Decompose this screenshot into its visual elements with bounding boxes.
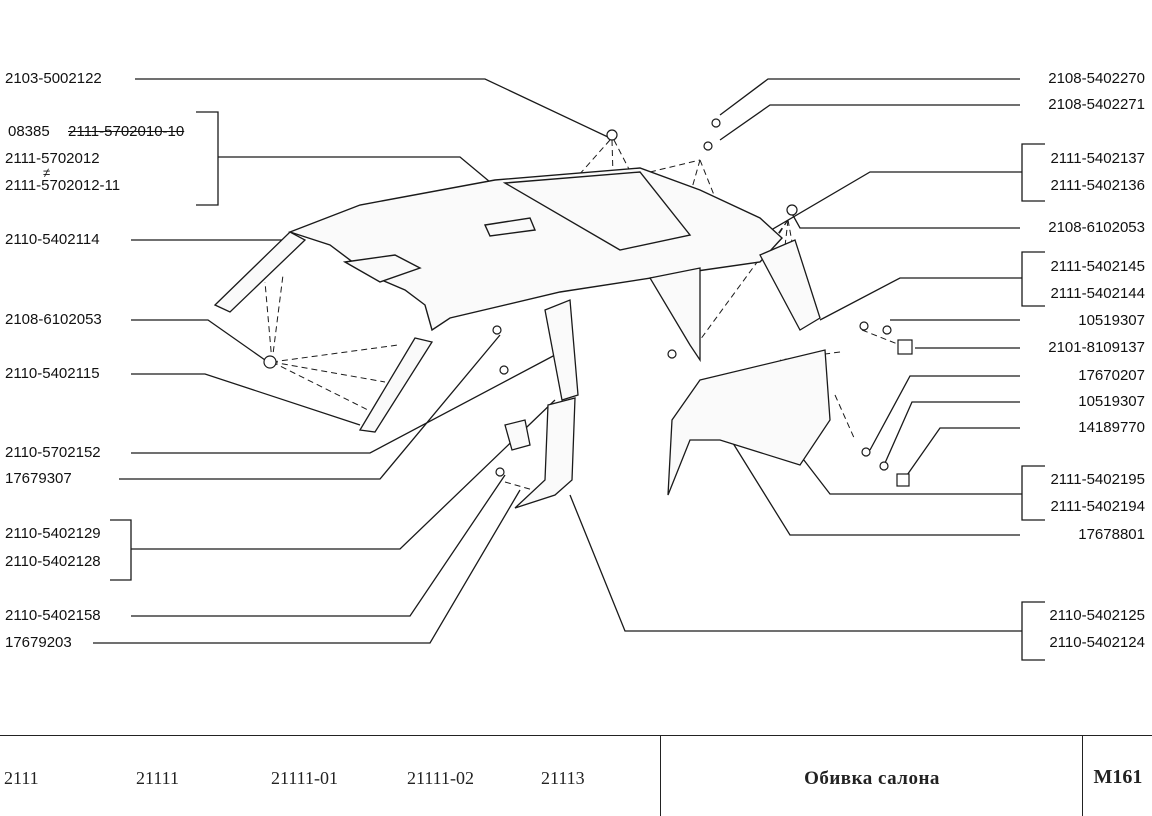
label-17679307: 17679307 xyxy=(5,470,72,487)
title-block: 2111 21111 21111-01 21111-02 21113 Обивк… xyxy=(0,735,1152,816)
rear-quarter-trim xyxy=(648,239,831,496)
b-pillar-trim xyxy=(504,299,579,509)
fasteners xyxy=(263,118,913,487)
label-17670207: 17670207 xyxy=(1078,367,1145,384)
headliner-panel xyxy=(287,167,783,332)
model-2111: 2111 xyxy=(4,768,39,788)
label-2111-5702012: 2111-5702012 xyxy=(5,150,100,167)
label-2108-6102053-right: 2108-6102053 xyxy=(1048,219,1145,236)
label-08385: 08385 xyxy=(8,123,50,140)
footer-title: Обивка салона xyxy=(804,768,940,789)
label-2111-5402145: 2111-5402145 xyxy=(1050,258,1145,275)
label-2110-5402158: 2110-5402158 xyxy=(5,607,101,624)
label-2111-5702012-11: 2111-5702012-11 xyxy=(5,177,121,194)
a-pillar-trim-left xyxy=(213,231,307,313)
label-2111-5402144: 2111-5402144 xyxy=(1050,285,1145,302)
leader-lines xyxy=(93,78,1045,661)
label-2111-5402194: 2111-5402194 xyxy=(1050,498,1145,515)
model-21111: 21111 xyxy=(136,768,179,788)
label-2108-6102053-left: 2108-6102053 xyxy=(5,311,102,328)
model-21113: 21113 xyxy=(541,768,585,788)
label-2111-5402136: 2111-5402136 xyxy=(1050,177,1145,194)
label-2110-5402125: 2110-5402125 xyxy=(1049,607,1145,624)
not-equal-mark: ≠ xyxy=(43,165,51,180)
label-2101-8109137: 2101-8109137 xyxy=(1048,339,1145,356)
parts-diagram xyxy=(93,78,1045,661)
model-21111-02: 21111-02 xyxy=(407,768,474,788)
label-2111-5402195: 2111-5402195 xyxy=(1050,471,1145,488)
label-2110-5402128: 2110-5402128 xyxy=(5,553,101,570)
b-pillar-upper-trim xyxy=(358,337,434,433)
footer-divider-1 xyxy=(660,736,661,816)
label-2110-5402124: 2110-5402124 xyxy=(1049,634,1145,651)
label-14189770: 14189770 xyxy=(1078,419,1145,436)
label-2110-5402129: 2110-5402129 xyxy=(5,525,101,542)
label-2110-5402114: 2110-5402114 xyxy=(5,231,100,248)
label-2108-5402271: 2108-5402271 xyxy=(1048,96,1145,113)
label-2110-5702152: 2110-5702152 xyxy=(5,444,101,461)
label-2111-5702010-10-struck: 2111-5702010-10 xyxy=(68,123,185,140)
label-10519307-b: 10519307 xyxy=(1078,393,1145,410)
label-17678801: 17678801 xyxy=(1078,526,1145,543)
label-10519307-a: 10519307 xyxy=(1078,312,1145,329)
footer-divider-2 xyxy=(1082,736,1083,816)
label-2108-5402270: 2108-5402270 xyxy=(1048,70,1145,87)
label-2110-5402115: 2110-5402115 xyxy=(5,365,100,382)
model-21111-01: 21111-01 xyxy=(271,768,338,788)
label-17679203: 17679203 xyxy=(5,634,72,651)
label-2111-5402137: 2111-5402137 xyxy=(1050,150,1145,167)
footer-code: M161 xyxy=(1093,766,1143,788)
label-2103-5002122: 2103-5002122 xyxy=(5,70,102,87)
